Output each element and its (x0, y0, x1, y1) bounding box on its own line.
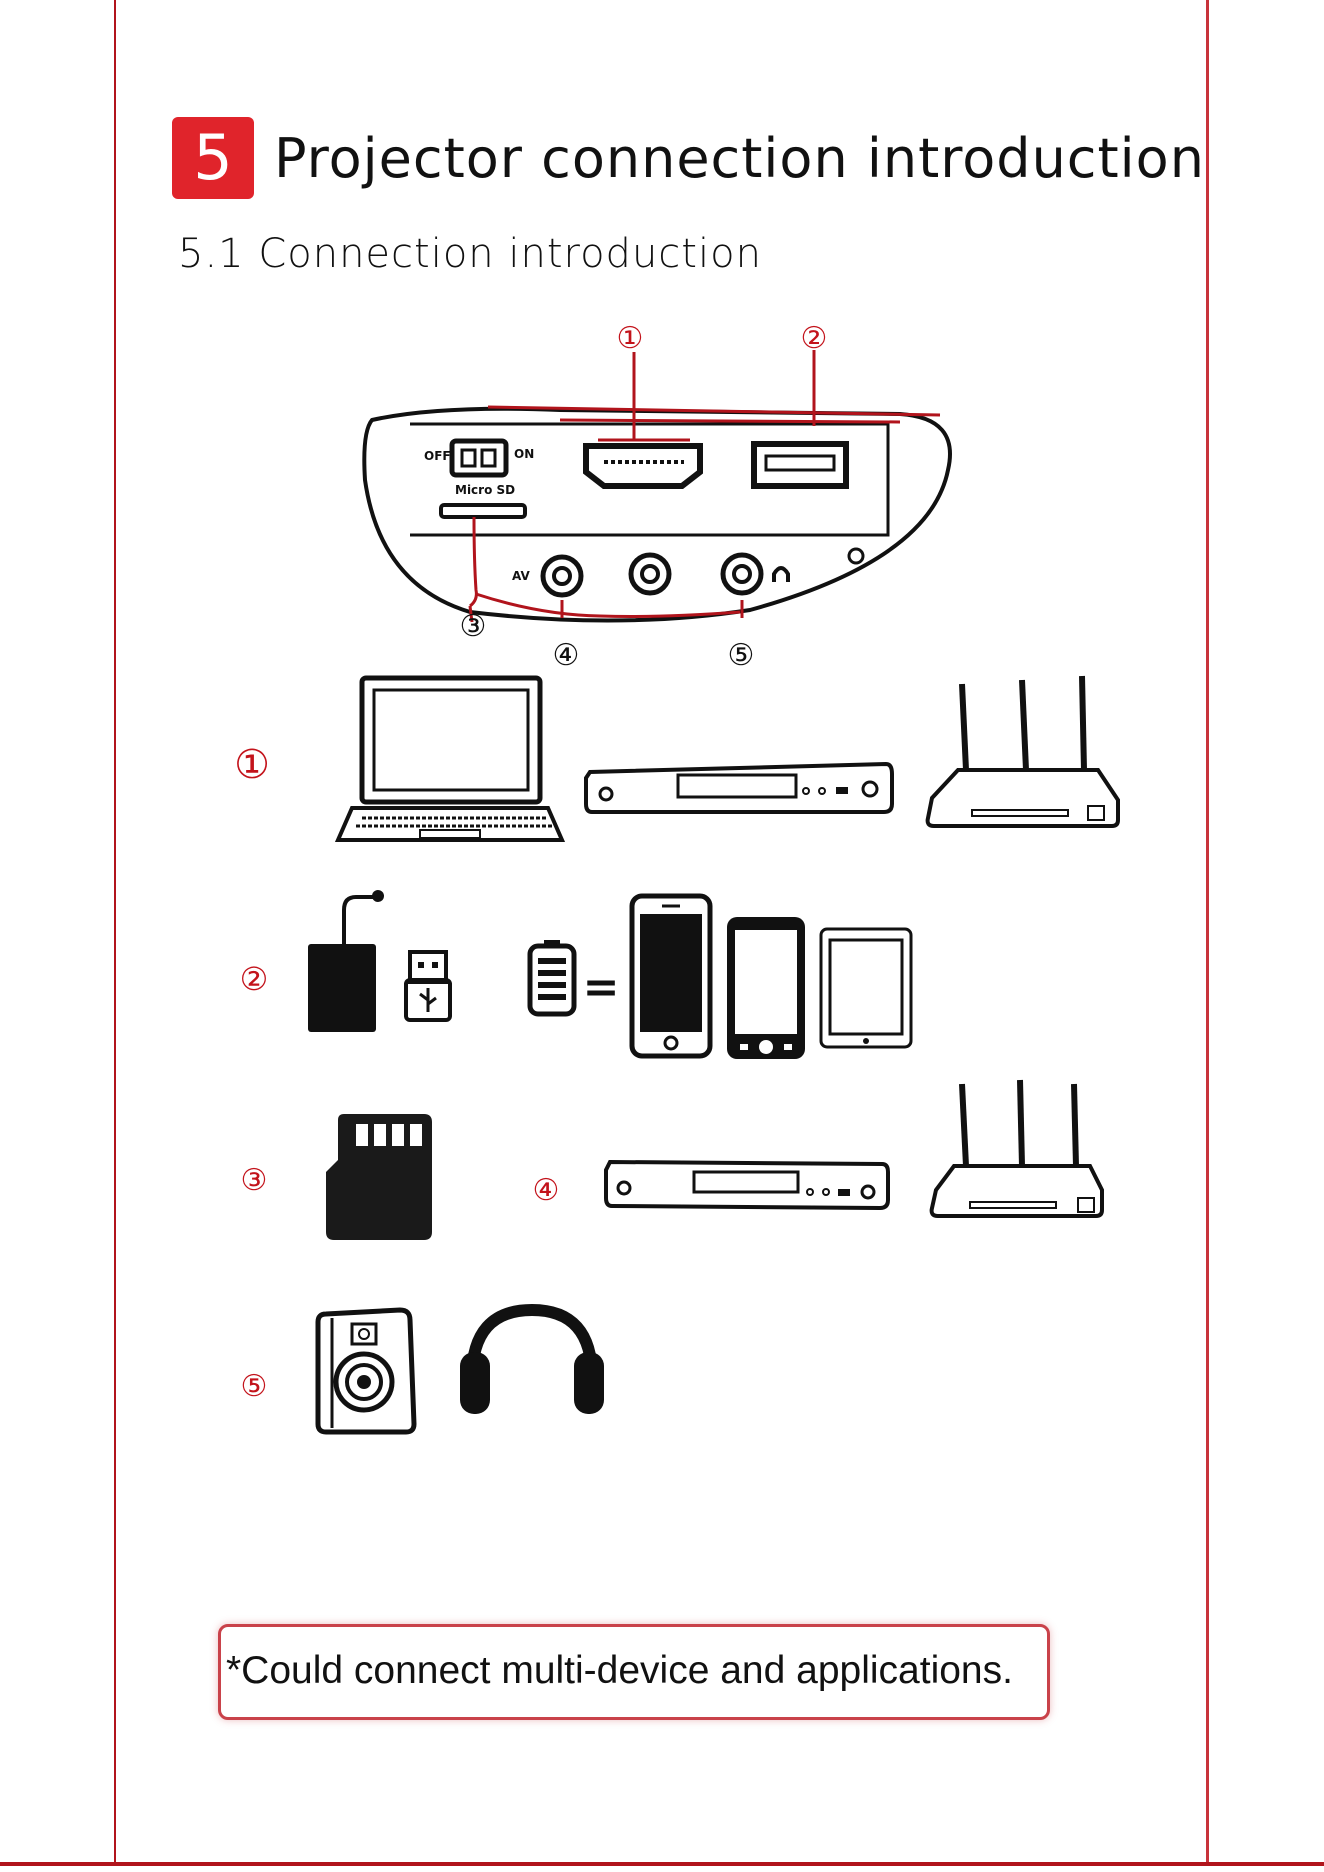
switch-on-label: ON (514, 447, 534, 461)
smartphone-icon (632, 896, 710, 1056)
micro-sd-card-icon (326, 1114, 432, 1240)
projector-back-panel: OFF ON Micro SD AV (364, 350, 950, 622)
av-label: AV (512, 569, 530, 583)
indicator-light-icon (849, 549, 863, 563)
usb-port-icon (754, 444, 846, 486)
dvd-player-icon (586, 764, 892, 812)
usb-stick-icon (406, 952, 450, 1020)
headphones-icon (460, 1310, 604, 1414)
av-jack-icon (543, 557, 581, 595)
equals-sign: = (583, 962, 620, 1013)
tablet-icon (821, 929, 911, 1047)
micro-sd-label: Micro SD (455, 483, 515, 497)
phone-icon (727, 917, 805, 1059)
wifi-router-icon-row4 (932, 1080, 1102, 1216)
row-1-marker: ① (234, 742, 270, 788)
callout-marker-4: ④ (553, 638, 580, 673)
row-5-marker: ⑤ (241, 1369, 268, 1404)
speaker-icon (318, 1310, 414, 1432)
row-3-marker: ③ (241, 1163, 268, 1198)
row-2-marker: ② (240, 960, 269, 998)
laptop-icon (338, 678, 562, 840)
battery-icon (530, 940, 574, 1014)
dvd-player-icon-row4 (606, 1162, 888, 1208)
external-hard-drive-icon (308, 890, 384, 1032)
switch-off-label: OFF (424, 449, 451, 463)
headphone-jack-icon (723, 555, 788, 593)
row-4-marker: ④ (533, 1173, 560, 1208)
callout-marker-1: ① (617, 321, 644, 356)
audio-jack-icon (631, 555, 669, 593)
callout-marker-5: ⑤ (728, 638, 755, 673)
micro-sd-slot-icon (441, 505, 525, 517)
hdmi-port-icon (586, 446, 700, 486)
note-text: *Could connect multi-device and applicat… (226, 1646, 1046, 1696)
wifi-router-icon (928, 676, 1118, 826)
callout-marker-3: ③ (460, 609, 487, 644)
power-switch-icon (452, 441, 506, 475)
callout-marker-2: ② (801, 321, 828, 356)
